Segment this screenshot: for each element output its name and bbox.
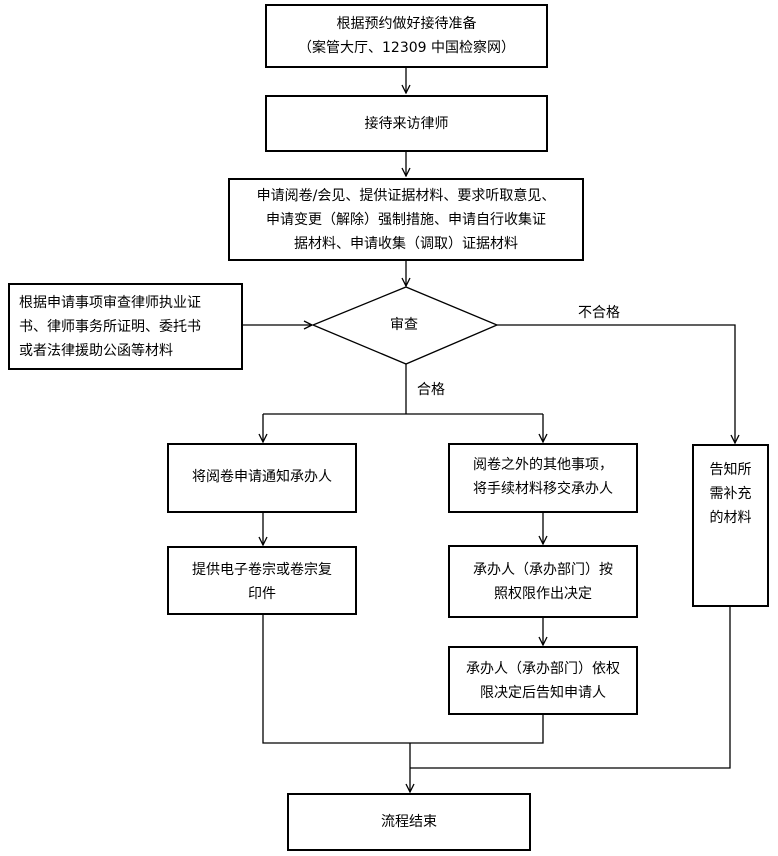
node-provide-copy: 提供电子卷宗或卷宗复 印件 (167, 546, 357, 615)
node-review-label: 审查 (390, 317, 418, 333)
node-end: 流程结束 (287, 793, 531, 851)
review-diamond (311, 286, 499, 365)
edge-label-qualified: 合格 (417, 382, 445, 398)
node-supplement: 告知所 需补充 的材料 (692, 444, 769, 607)
node-prepare: 根据预约做好接待准备 （案管大厅、12309 中国检察网） (265, 4, 548, 68)
node-other-matters: 阅卷之外的其他事项， 将手续材料移交承办人 (448, 443, 638, 513)
line-supplement-to-merge (410, 607, 731, 769)
edge-label-unqualified: 不合格 (578, 305, 620, 321)
line-provide-to-merge (262, 615, 410, 744)
node-inform: 承办人（承办部门）依权 限决定后告知申请人 (448, 646, 638, 715)
node-decide: 承办人（承办部门）按 照权限作出决定 (448, 545, 638, 618)
node-review-materials: 根据申请事项审查律师执业证 书、律师事务所证明、委托书 或者法律援助公函等材料 (8, 283, 243, 370)
arrow-review-unqualified (497, 324, 735, 443)
node-apply: 申请阅卷/会见、提供证据材料、要求听取意见、 申请变更（解除）强制措施、申请自行… (228, 178, 584, 261)
line-inform-to-merge (410, 715, 544, 744)
node-receive: 接待来访律师 (265, 95, 548, 152)
node-notify-reading: 将阅卷申请通知承办人 (167, 443, 357, 513)
